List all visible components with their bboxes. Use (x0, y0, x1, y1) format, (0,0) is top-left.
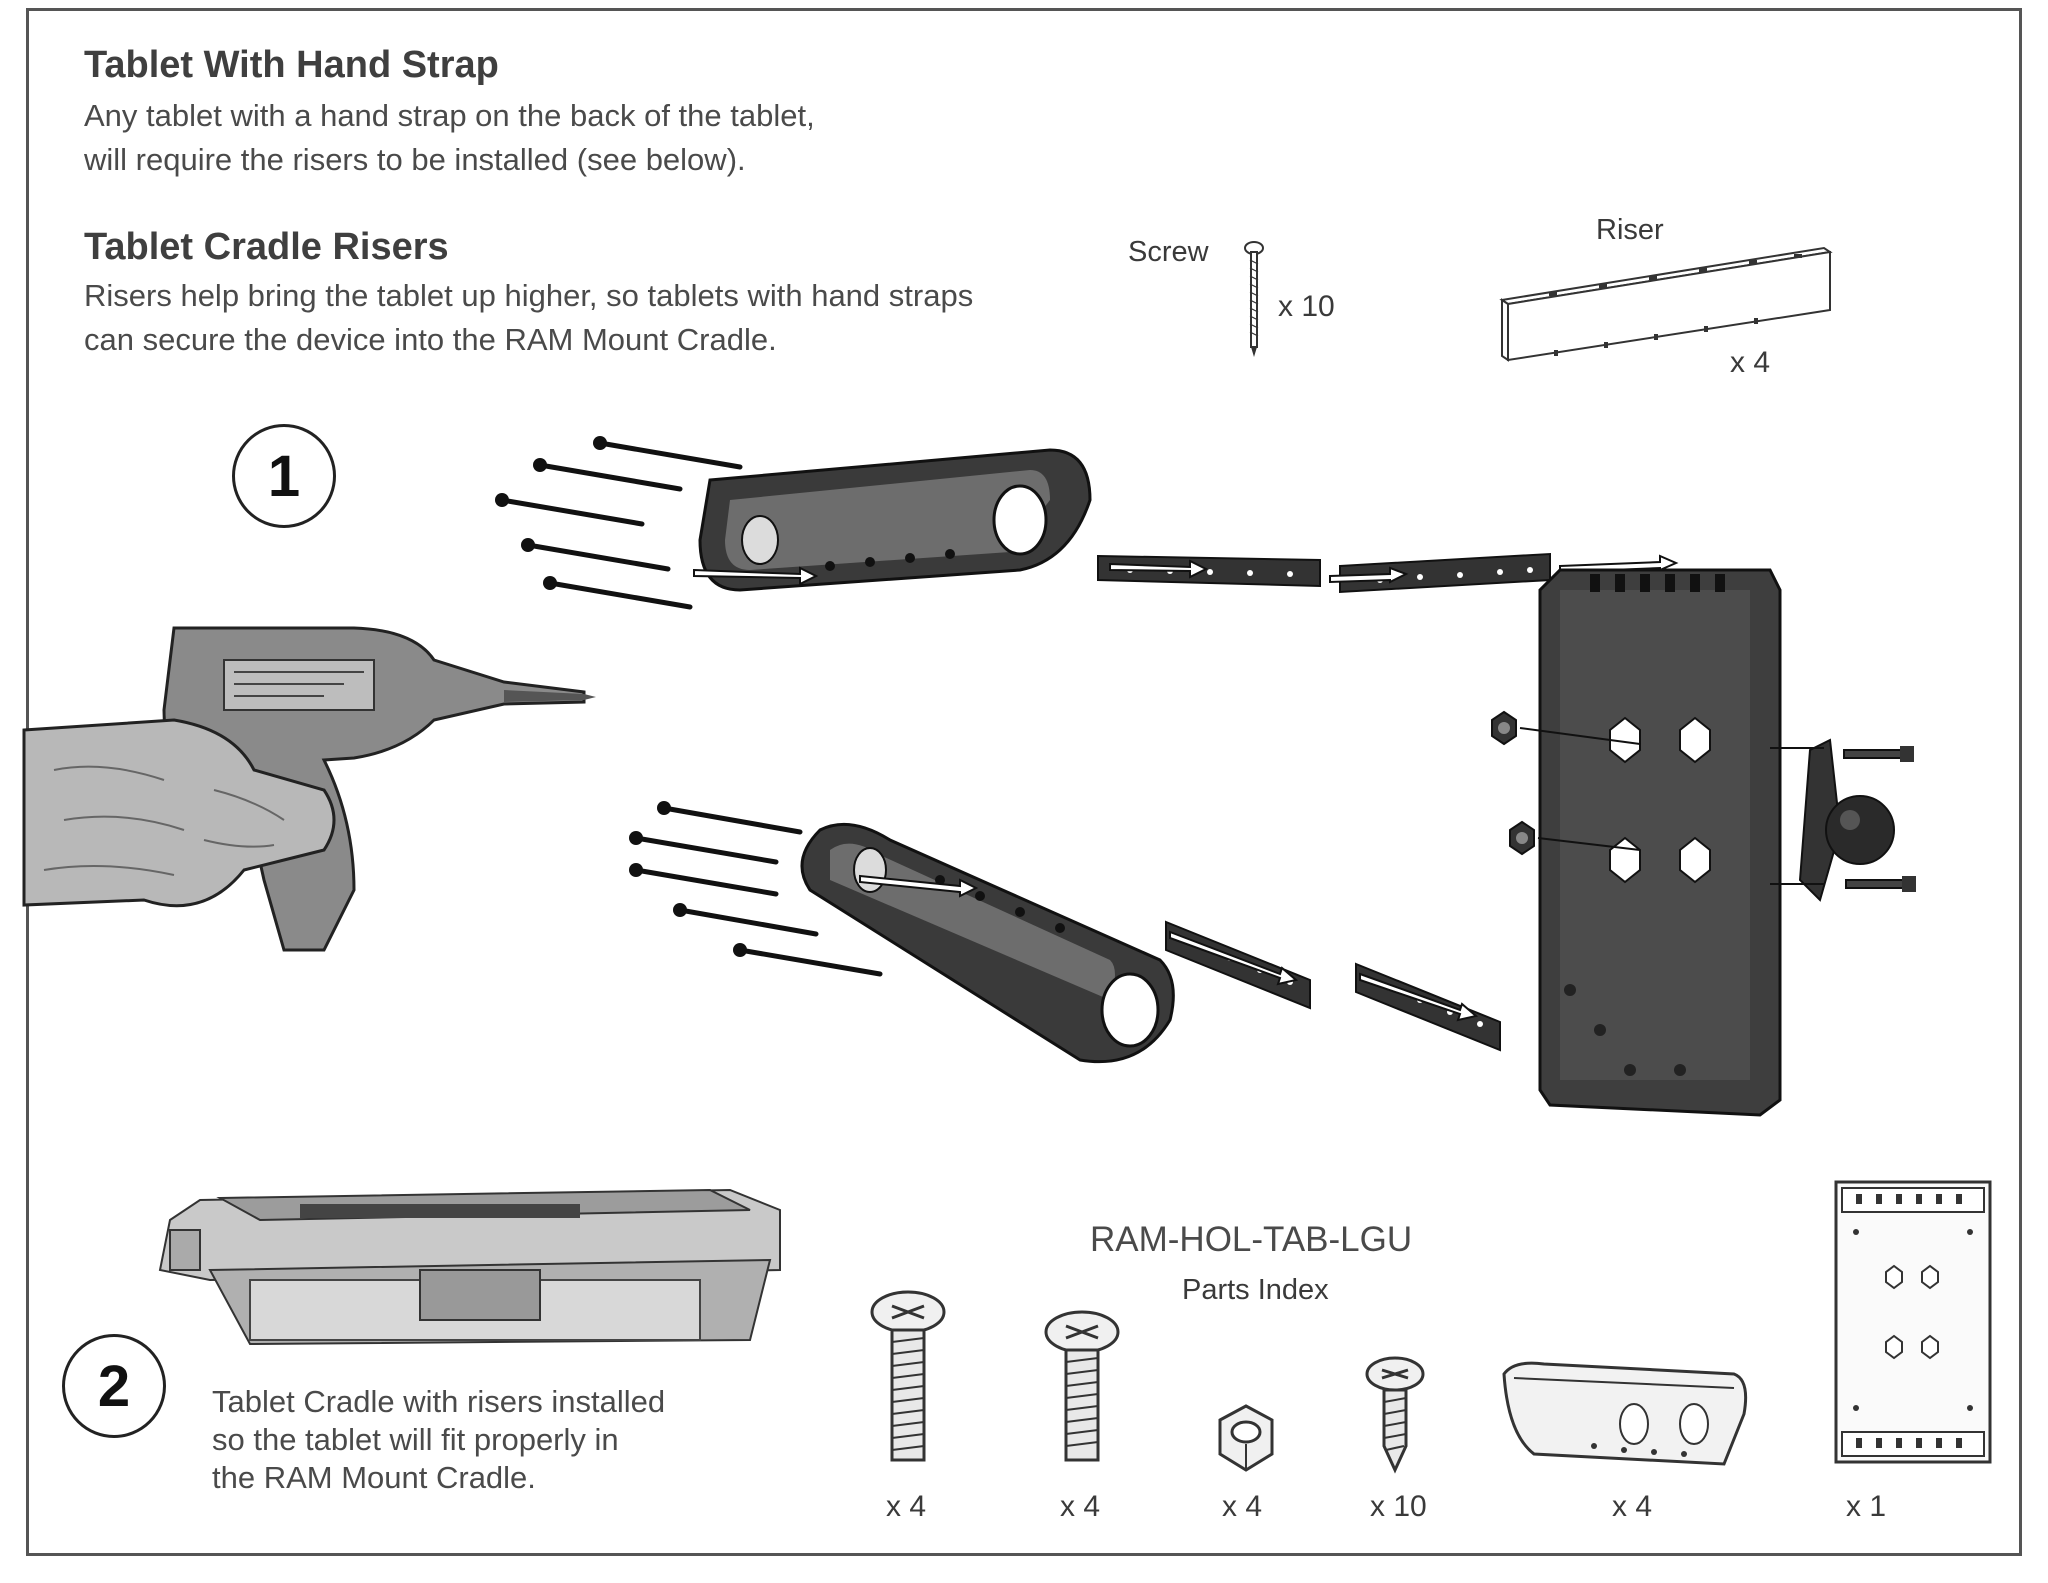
upper-screws (495, 436, 743, 610)
cup-icon (1502, 1361, 1748, 1466)
cradle-with-tablet-illustration (158, 1188, 781, 1346)
part-qty-2: x 4 (1060, 1490, 1101, 1523)
step2-line1: Tablet Cradle with risers installed (212, 1384, 666, 1419)
section-desc-line2: can secure the device into the RAM Mount… (84, 322, 777, 357)
step-2-badge: 2 (62, 1334, 166, 1438)
lower-risers (1165, 920, 1679, 1070)
part-qty-4: x 10 (1370, 1490, 1427, 1523)
model-number: RAM-HOL-TAB-LGU (1090, 1220, 1413, 1259)
upper-risers (693, 552, 1679, 594)
riser-label: Riser (1596, 214, 1664, 246)
lower-screws (629, 801, 883, 977)
short-screw-icon (1044, 1310, 1120, 1462)
long-screw-icon (870, 1290, 946, 1462)
header-desc-line1: Any tablet with a hand strap on the back… (84, 98, 815, 133)
tapping-screw-icon (1365, 1356, 1425, 1474)
nut-icon (1218, 1404, 1274, 1472)
ball-mount-illustration (1770, 738, 1916, 902)
screw-legend-icon (1244, 241, 1264, 357)
section-title: Tablet Cradle Risers (84, 226, 449, 268)
nuts-illustration (1491, 710, 1641, 856)
step2-line2: so the tablet will fit properly in (212, 1422, 619, 1457)
screw-label: Screw (1128, 236, 1209, 268)
step-1-badge: 1 (232, 424, 336, 528)
plate-icon (1834, 1180, 1992, 1464)
part-qty-1: x 4 (886, 1490, 927, 1523)
ram-plate-illustration (1538, 568, 1782, 1117)
riser-legend-icon (1499, 246, 1833, 362)
header-desc-line2: will require the risers to be installed … (84, 142, 746, 177)
part-qty-3: x 4 (1222, 1490, 1263, 1523)
lower-cup-illustration (800, 822, 1175, 1064)
part-qty-5: x 4 (1612, 1490, 1653, 1523)
section-desc-line1: Risers help bring the tablet up higher, … (84, 278, 974, 313)
drill-illustration (22, 626, 596, 952)
riser-qty: x 4 (1730, 346, 1771, 379)
screw-qty: x 10 (1278, 290, 1335, 323)
page-title: Tablet With Hand Strap (84, 44, 499, 86)
parts-index-title: Parts Index (1182, 1274, 1329, 1306)
part-qty-6: x 1 (1846, 1490, 1887, 1523)
step2-line3: the RAM Mount Cradle. (212, 1460, 536, 1495)
